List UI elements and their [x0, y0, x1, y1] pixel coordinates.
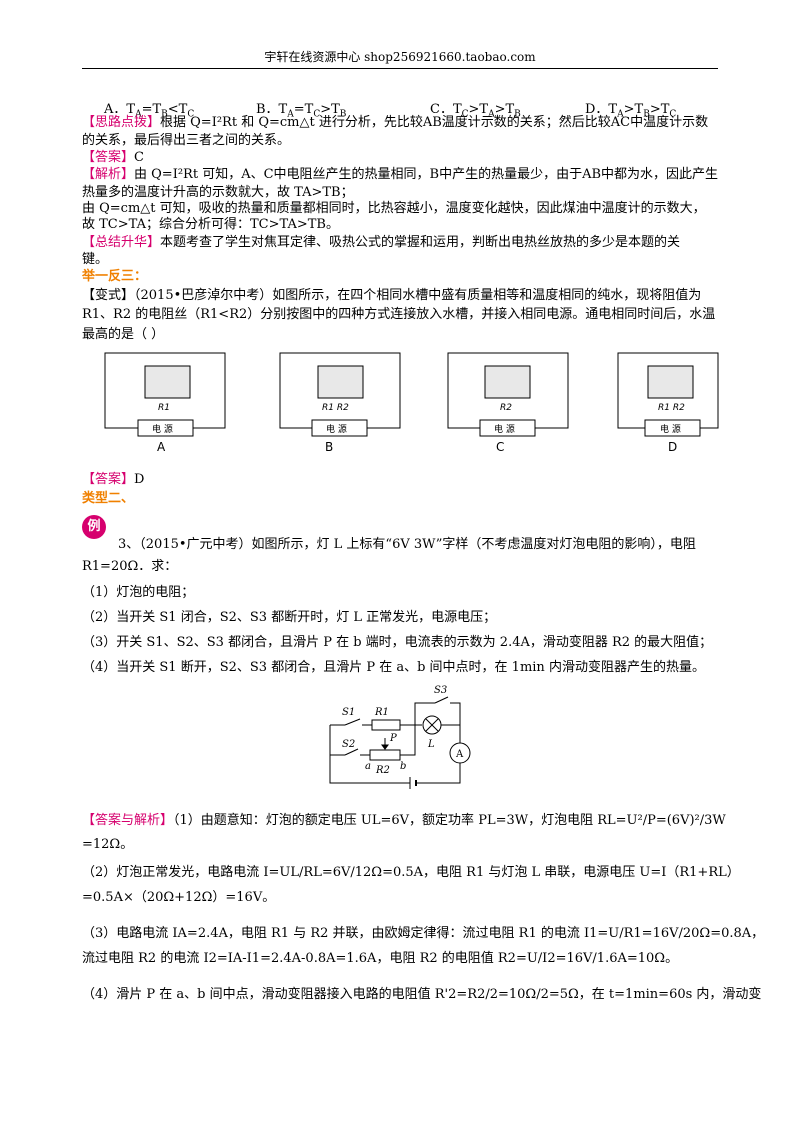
solution-line-2: =12Ω。 — [82, 837, 134, 852]
solution-line-4: =0.5A×（20Ω+12Ω）=16V。 — [82, 890, 276, 905]
label-s3: S3 — [434, 685, 447, 696]
question-2: （2）当开关 S1 闭合，S2、S3 都断开时，灯 L 正常发光，电源电压； — [82, 610, 497, 625]
label-s1: S1 — [342, 707, 355, 718]
label-a: a — [365, 761, 371, 772]
label-l: L — [427, 739, 435, 750]
variant-line-3: 最高的是（ ） — [82, 327, 165, 342]
problem-line-2: R1=20Ω．求： — [82, 559, 178, 574]
summary-line-2: 键。 — [82, 252, 109, 267]
solution-line-3: （2）灯泡正常发光，电路电流 I=UL/RL=6V/12Ω=0.5A，电阻 R1… — [82, 865, 740, 880]
fig-d-resistor: R1 R2 — [658, 403, 685, 413]
variant-line-2: R1、R2 的电阻丝（R1<R2）分别按图中的四种方式连接放入水槽，并接入相同电… — [82, 307, 716, 322]
analysis-line-1: 【解析】由 Q=I²Rt 可知，A、C中电阻丝产生的热量相同，B中产生的热量最少… — [82, 167, 719, 182]
fig-a-power: 电 源 — [152, 423, 173, 435]
label-p: P — [389, 733, 397, 744]
fig-c-resistor: R2 — [500, 403, 512, 413]
fig-c-caption: C — [496, 440, 505, 454]
label-r1: R1 — [374, 707, 389, 718]
fig-a-caption: A — [157, 440, 166, 454]
circuit-diagram: S1 R1 S3 S2 P L a R2 b A — [329, 685, 471, 789]
option-a: A．TA=TB<TC — [104, 102, 195, 120]
label-r2: R2 — [375, 765, 390, 776]
option-d: D．TA>TB>TC — [585, 102, 677, 120]
summary-line-1: 【总结升华】本题考查了学生对焦耳定律、吸热公式的掌握和运用，判断出电热丝放热的多… — [82, 235, 681, 250]
fig-b-caption: B — [325, 440, 334, 454]
question-4: （4）当开关 S1 断开，S2、S3 都闭合，且滑片 P 在 a、b 间中点时，… — [82, 660, 705, 675]
section-heading-1: 举一反三： — [82, 269, 148, 284]
ammeter-label: A — [455, 749, 464, 760]
variant-figures: 电 源 R1 电 源 R1 R2 电 源 R2 电 源 R1 R2 — [104, 352, 719, 437]
analysis-line-2: 热量多的温度计升高的示数就大，故 TA>TB； — [82, 185, 354, 200]
solution-line-6: 流过电阻 R2 的电流 I2=IA-I1=2.4A-0.8A=1.6A，电阻 R… — [82, 951, 679, 966]
fig-b-resistor: R1 R2 — [322, 403, 349, 413]
page-header: 宇轩在线资源中心 shop256921660.taobao.com — [82, 48, 718, 69]
fig-d-power: 电 源 — [660, 423, 681, 435]
example-tag: 例 — [82, 515, 106, 539]
analysis-line-4: 故 TC>TA；综合分析可得：TC>TA>TB。 — [82, 217, 339, 232]
fig-c-power: 电 源 — [494, 423, 515, 435]
fig-a-resistor: R1 — [158, 403, 170, 413]
solution-line-7: （4）滑片 P 在 a、b 间中点，滑动变阻器接入电路的电阻值 R'2=R2/2… — [82, 987, 762, 1002]
tips-line-1: 【思路点拨】根据 Q=I²Rt 和 Q=cm△t 进行分析，先比较AB温度计示数… — [82, 115, 709, 130]
section-heading-2: 类型二、 — [82, 491, 135, 506]
option-b: B．TA=TC>TB — [256, 102, 347, 120]
analysis-line-3: 由 Q=cm△t 可知，吸收的热量和质量都相同时，比热容越小，温度变化越快，因此… — [82, 201, 706, 216]
fig-d-caption: D — [668, 440, 678, 454]
variant-line-1: 【变式】（2015•巴彦淖尔中考）如图所示，在四个相同水槽中盛有质量相等和温度相… — [82, 288, 702, 303]
answer-1: 【答案】C — [82, 150, 144, 165]
problem-line-1: 3、（2015•广元中考）如图所示，灯 L 上标有“6V 3W”字样（不考虑温度… — [118, 537, 696, 552]
solution-line-1: 【答案与解析】（1）由题意知：灯泡的额定电压 UL=6V，额定功率 PL=3W，… — [82, 813, 726, 828]
option-c: C．TC>TA>TB — [430, 102, 521, 120]
answer-2: 【答案】D — [82, 472, 145, 487]
question-1: （1）灯泡的电阻； — [82, 585, 195, 600]
label-s2: S2 — [342, 739, 355, 750]
solution-line-5: （3）电路电流 IA=2.4A，电阻 R1 与 R2 并联，由欧姆定律得：流过电… — [82, 926, 765, 941]
fig-b-power: 电 源 — [326, 423, 347, 435]
label-b: b — [400, 761, 406, 772]
tips-line-2: 的关系，最后得出三者之间的关系。 — [82, 133, 291, 148]
question-3: （3）开关 S1、S2、S3 都闭合，且滑片 P 在 b 端时，电流表的示数为 … — [82, 635, 713, 650]
